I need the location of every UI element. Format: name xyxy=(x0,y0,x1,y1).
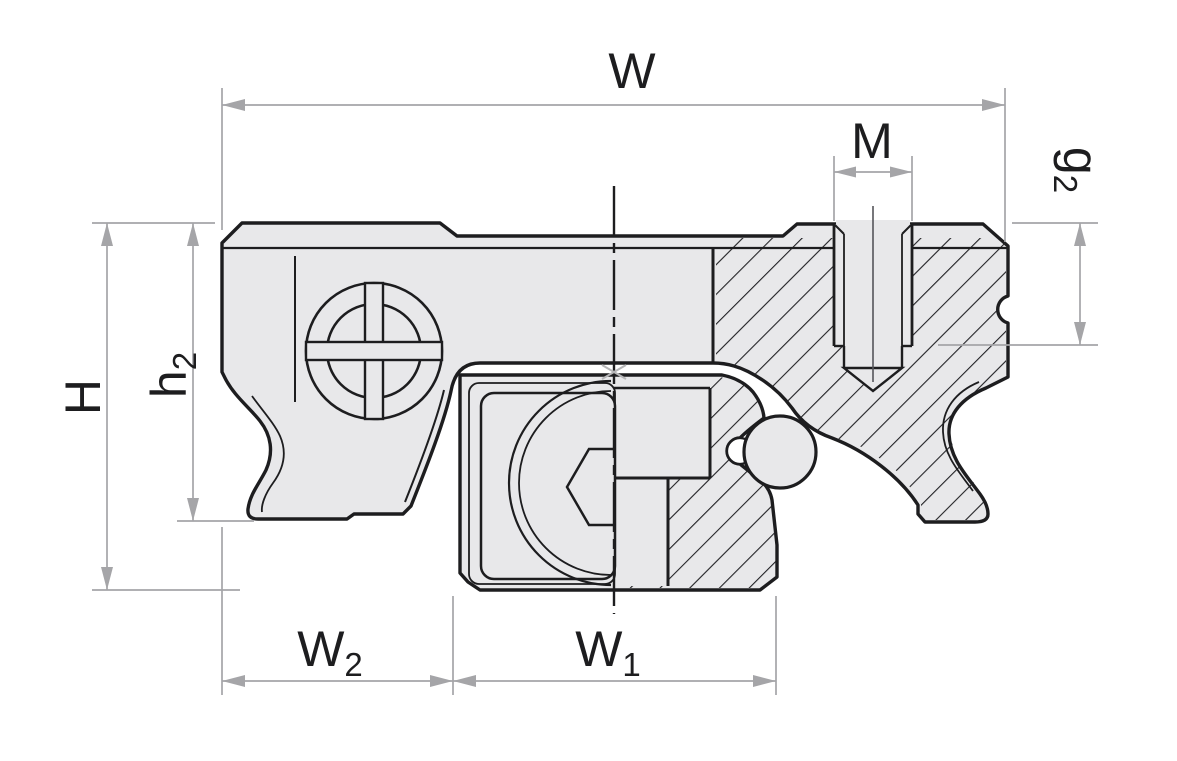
dim-W xyxy=(221,88,1006,242)
arrowhead xyxy=(890,166,912,178)
dimension-labels: W M g2 H h2 W2 W1 xyxy=(55,43,1109,683)
arrowhead xyxy=(982,99,1005,111)
bearing-ball xyxy=(742,414,818,490)
screw-shank-hole xyxy=(614,478,669,586)
arrowhead xyxy=(453,675,476,687)
dim-H xyxy=(92,222,240,591)
arrowhead xyxy=(222,675,245,687)
arrowhead xyxy=(187,498,199,521)
hex-socket xyxy=(565,447,614,527)
label-M: M xyxy=(851,113,893,169)
arrowhead xyxy=(101,567,113,590)
dim-M xyxy=(833,156,913,221)
label-h2: h2 xyxy=(141,352,203,398)
dim-h2 xyxy=(177,223,254,522)
grease-port xyxy=(304,281,444,421)
cross-bar-horizontal xyxy=(304,340,444,362)
arrowhead xyxy=(222,99,245,111)
label-W2: W2 xyxy=(297,621,363,683)
arrowhead xyxy=(430,675,453,687)
screw-head-circle xyxy=(507,379,612,587)
centerlines xyxy=(601,186,627,614)
label-W1: W1 xyxy=(575,621,641,683)
dim-g2 xyxy=(938,222,1098,346)
leg-inner-flank-line xyxy=(404,389,445,503)
rail-screw-section xyxy=(614,377,712,586)
center-mark-x xyxy=(601,364,627,380)
mounting-thread-hole xyxy=(832,206,914,393)
screw-head-chamfer-circle xyxy=(518,390,612,576)
label-g2: g2 xyxy=(1047,147,1109,193)
thread-chamfer-right xyxy=(901,223,913,235)
arrowhead xyxy=(1074,322,1086,345)
dim-W1 xyxy=(453,596,777,695)
label-W: W xyxy=(608,43,656,99)
arrowhead xyxy=(101,223,113,246)
arrowhead xyxy=(1074,223,1086,246)
arrowhead xyxy=(187,223,199,246)
dim-W2 xyxy=(221,527,454,695)
arrowhead xyxy=(834,166,856,178)
arrowhead xyxy=(753,675,776,687)
ball-raceway xyxy=(725,414,818,490)
label-H: H xyxy=(55,379,111,415)
dimension-lines xyxy=(92,88,1098,695)
left-groove-inner-line xyxy=(251,395,285,513)
right-groove-inner-line xyxy=(942,381,980,492)
screw-head-section xyxy=(614,377,711,478)
carriage-detail-lines xyxy=(222,246,1008,513)
thread-chamfer-left xyxy=(833,223,845,235)
